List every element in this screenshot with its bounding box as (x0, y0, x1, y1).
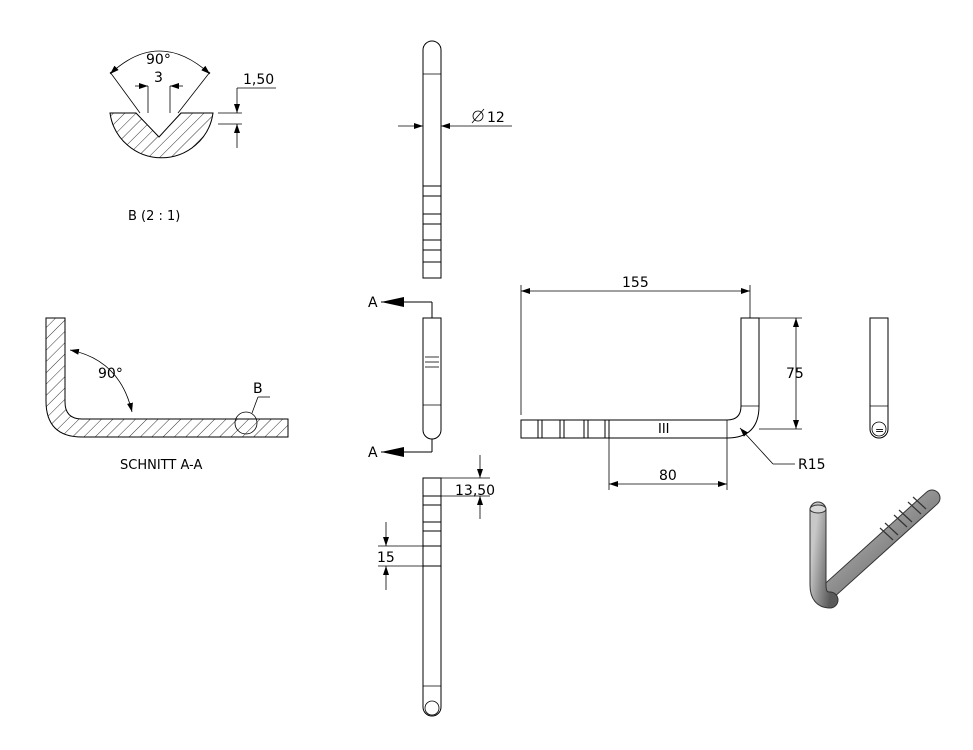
diameter-symbol (472, 110, 484, 122)
middle-view: A A (368, 295, 442, 461)
end-view-mark: = (875, 424, 884, 437)
top-view-rod (422, 40, 442, 279)
cut-arrow-top (381, 297, 404, 307)
groove-pitch-label: 15 (377, 550, 395, 566)
bottom-view: 13,50 15 (377, 455, 495, 717)
detail-b-callout-label: B (253, 381, 263, 397)
cut-label-top: A (368, 295, 378, 311)
isometric-view (809, 489, 941, 609)
isometric-rod (810, 502, 838, 608)
cut-arrow-bottom (381, 447, 404, 457)
middle-view-rod (422, 317, 442, 440)
radius-label: R15 (798, 457, 826, 473)
front-view-groove-mark: III (658, 422, 670, 437)
section-aa-view: 90° B SCHNITT A-A (45, 317, 289, 473)
straight-length-label: 80 (659, 468, 677, 484)
top-view-diameter-label: 12 (487, 110, 505, 126)
end-view-rod (869, 317, 889, 439)
groove-offset-label: 13,50 (455, 483, 495, 499)
top-view: 12 (398, 40, 512, 279)
detail-b-section (109, 112, 214, 159)
section-aa-caption: SCHNITT A-A (120, 458, 202, 473)
end-view: = (869, 317, 889, 439)
detail-b-width-label: 3 (154, 70, 163, 86)
detail-b-depth-label: 1,50 (243, 72, 274, 88)
front-view: III 155 75 80 R15 (520, 275, 826, 490)
cut-label-bottom: A (368, 445, 378, 461)
bottom-view-rod (422, 477, 442, 717)
detail-b-angle-label: 90° (146, 52, 171, 68)
detail-b-angle-arc (109, 50, 211, 75)
overall-length-label: 155 (622, 275, 649, 291)
section-aa-profile (45, 317, 289, 438)
height-label: 75 (786, 366, 804, 382)
detail-b-callout-circle (234, 411, 258, 435)
section-aa-angle-label: 90° (98, 366, 123, 382)
detail-b-view: 90° 3 1,50 B (2 : 1) (109, 50, 276, 224)
detail-b-caption: B (2 : 1) (128, 209, 180, 224)
front-view-part-outline (520, 317, 760, 439)
